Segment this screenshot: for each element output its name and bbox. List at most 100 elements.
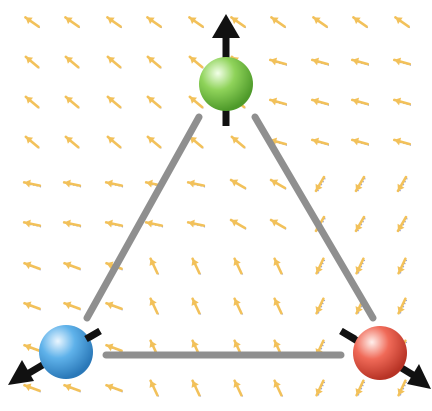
vector-field-arrow-icon [268,97,288,106]
vector-field-arrow-icon [186,179,206,188]
vector-field-arrow-icon [310,97,330,106]
vector-field-arrow-icon [22,219,42,228]
vector-field-arrow-icon [188,16,205,29]
vector-field-arrow-icon [64,16,81,29]
vector-field-arrow-icon [23,261,41,271]
vector-field-arrow-icon [64,135,80,149]
vector-field-arrow-icon [63,383,81,393]
atom-top [199,14,253,126]
vector-field-arrow-icon [312,16,329,29]
atom-bottom-left [8,325,102,385]
vector-field-arrow-icon [350,137,370,146]
vector-field-arrow-icon [191,379,202,397]
vector-field-arrow-icon [273,297,284,315]
vector-field-arrow-icon [146,95,162,109]
vector-field-arrow-icon [350,57,370,66]
vector-field-arrow-icon [191,257,202,275]
vector-field-arrow-icon [106,55,122,69]
vector-field-arrow-icon [24,135,40,149]
vector-field-arrow-icon [352,16,369,29]
force-arrow-right-icon [407,364,431,389]
vector-field-arrow-icon [310,137,330,146]
atom-sphere-green-icon [199,57,253,111]
vector-field-arrow-icon [392,137,412,146]
vector-field-arrow-icon [268,57,288,66]
bonds [83,113,377,359]
vector-field-arrow-icon [149,257,160,275]
vector-field-arrow-icon [106,135,122,149]
vector-field-arrow-icon [354,175,366,193]
vector-field-arrow-icon [396,215,408,233]
vector-field-arrow-icon [233,297,244,315]
vector-field-arrow-icon [355,379,366,397]
vector-field-arrow-icon [24,55,40,69]
vector-field-arrow-icon [62,219,82,228]
vector-field-arrow-icon [22,179,42,188]
vector-field-arrow-icon [106,16,123,29]
atom-bottom-right [339,326,431,389]
vector-field-arrow-icon [64,55,80,69]
vector-field-arrow-icon [63,301,81,311]
vector-field-arrow-icon [355,257,366,275]
vector-field-arrow-icon [229,218,247,230]
vector-field-arrow-icon [105,343,123,353]
vector-field-arrow-icon [315,257,326,275]
vector-field-arrow-icon [149,297,160,315]
vector-field-arrow-icon [23,383,41,393]
vector-field-arrow-icon [186,219,206,228]
vector-field-arrow-icon [146,135,162,149]
vector-field-arrow-icon [230,16,247,29]
vector-field-arrow-icon [63,261,81,271]
vector-field-arrow-icon [23,343,41,353]
vector-field-arrow-icon [397,379,408,397]
vector-field-arrow-icon [62,179,82,188]
vector-field-arrow-icon [146,16,163,29]
vector-field-arrow-icon [233,257,244,275]
vector-field-arrow-icon [273,379,284,397]
atom-sphere-red-icon [353,326,407,380]
vector-field-arrow-icon [105,301,123,311]
force-arrow-right-tail [339,327,357,343]
vector-field-arrow-icon [106,95,122,109]
vector-field-arrow-icon [144,219,164,228]
vector-field-arrow-icon [188,95,204,109]
vector-field-arrow-icon [104,179,124,188]
bond-top-left [83,113,203,322]
vector-field-arrow-icon [64,95,80,109]
vector-field-arrow-icon [350,97,370,106]
atoms [8,14,431,389]
vector-field-arrow-icon [315,297,326,315]
force-arrow-top-icon [212,14,240,38]
vector-field-arrow-icon [269,178,287,190]
vector-field-arrow-icon [233,379,244,397]
force-arrow-left-icon [8,360,34,385]
force-arrow-left-tail [84,327,102,343]
vector-field-arrow-icon [191,297,202,315]
vector-field-arrow-icon [397,297,408,315]
vector-field-arrow-icon [310,57,330,66]
vector-field-arrow-icon [24,16,41,29]
vector-field-arrow-icon [315,379,326,397]
vector-field-arrow-icon [314,175,326,193]
vector-field-arrow-icon [269,218,287,230]
vector-field-arrow-icon [392,97,412,106]
vector-field-arrow-icon [188,55,204,69]
vector-field-arrow-icon [146,55,162,69]
vector-field-arrow-icon [270,16,287,29]
vector-field-arrow-icon [149,379,160,397]
vector-field-arrow-icon [229,178,247,190]
vector-field-arrow-icon [394,16,411,29]
vector-field-arrow-icon [105,383,123,393]
vector-field-arrow-icon [188,135,204,149]
vector-field-arrow-icon [24,95,40,109]
vector-field-arrow-icon [397,257,408,275]
vector-field-arrow-icon [354,215,366,233]
atom-sphere-blue-icon [39,325,93,379]
vector-field-arrow-icon [392,57,412,66]
vector-field-arrow-icon [230,135,246,149]
bond-top-right [251,113,377,322]
vector-field-arrow-icon [396,175,408,193]
vector-field-arrow-icon [104,219,124,228]
vector-field-arrow-icon [23,301,41,311]
